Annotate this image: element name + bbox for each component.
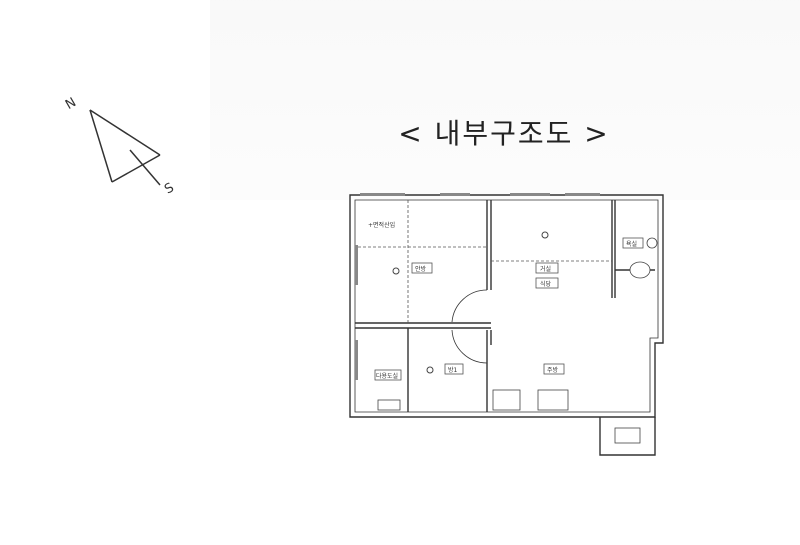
windows <box>355 193 600 380</box>
watermark <box>210 0 800 200</box>
ceiling-light-icons <box>392 231 549 374</box>
label-utility: 다용도실 <box>376 372 398 380</box>
walls <box>349 194 664 456</box>
page-title: < 내부구조도 > <box>398 117 610 150</box>
label-kitchen: 주방 <box>547 366 559 374</box>
fixtures <box>377 237 658 444</box>
compass-icon <box>89 109 161 186</box>
compass-north: N <box>63 95 79 113</box>
label-living-sub: 식당 <box>540 280 552 288</box>
label-bath: 욕실 <box>626 240 637 248</box>
label-room1: 방1 <box>448 366 458 374</box>
label-master-room: 안방 <box>415 265 427 273</box>
area-lines <box>358 200 612 323</box>
label-area-note: +면적산입 <box>368 221 395 229</box>
compass-south: S <box>162 180 177 197</box>
label-living: 거실 <box>540 265 551 273</box>
